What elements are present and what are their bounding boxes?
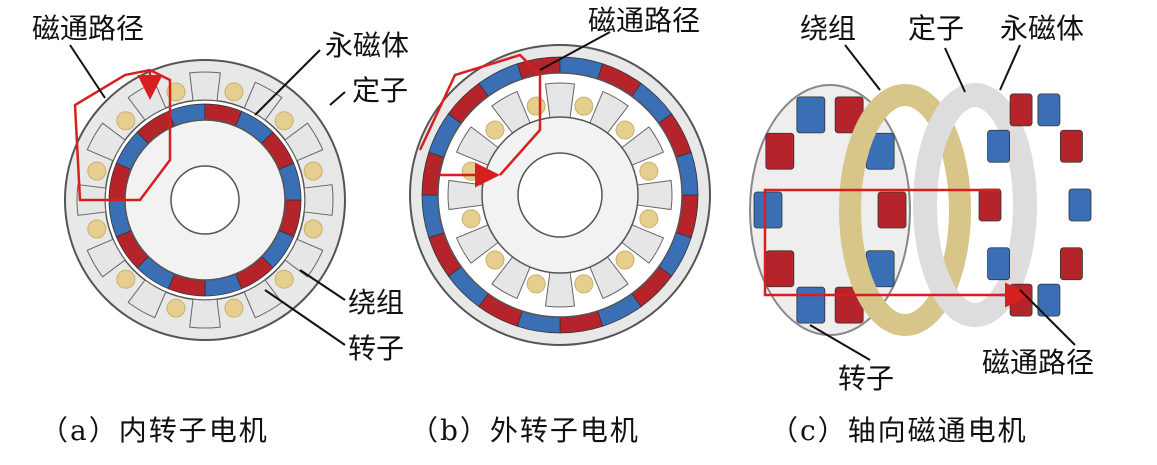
stator-tooth	[544, 269, 576, 308]
magnet-block	[765, 132, 795, 170]
winding-coil	[526, 274, 546, 294]
magnet-block	[796, 286, 826, 324]
magnet-block	[753, 191, 783, 229]
winding-coil	[615, 250, 635, 270]
shaft-hole	[170, 165, 240, 235]
flux-path-line	[763, 188, 1020, 297]
leader-flux-path	[1019, 289, 1076, 346]
winding-coil	[116, 269, 136, 289]
winding-coil	[303, 219, 323, 239]
label-flux-path: 磁通路径	[32, 12, 144, 45]
winding-coil	[574, 96, 594, 116]
caption-b: （b）外转子电机	[410, 414, 640, 447]
magnet-block	[877, 191, 907, 229]
leader-stator	[329, 91, 346, 106]
winding-coil	[574, 274, 594, 294]
winding-coil	[87, 219, 107, 239]
magnet-block	[987, 247, 1010, 281]
stator-tooth	[243, 81, 283, 121]
magnet-block	[1060, 247, 1083, 281]
leader-flux-path	[539, 31, 611, 71]
shaft-hole	[517, 152, 603, 238]
stator-teeth	[447, 82, 673, 308]
winding-coil	[639, 161, 659, 181]
leader-winding	[299, 269, 346, 301]
stator-tooth	[86, 238, 126, 278]
winding-coil	[87, 161, 107, 181]
winding-coil	[274, 269, 294, 289]
magnet-block	[796, 96, 826, 134]
stator-tooth	[544, 82, 576, 121]
winding-coil	[224, 82, 244, 102]
winding-coil	[639, 209, 659, 229]
label-stator: 定子	[352, 74, 408, 107]
winding-coil	[303, 161, 323, 181]
stator-tooth	[284, 122, 324, 162]
label-magnet: 永磁体	[325, 29, 409, 62]
label-winding: 绕组	[348, 286, 404, 319]
stator-tooth	[447, 179, 486, 211]
axial-flux-motor: 绕组 定子 永磁体 转子 磁通路径	[749, 12, 1094, 395]
leader-magnet	[254, 49, 321, 116]
winding-coil	[461, 209, 481, 229]
leader-rotor	[809, 324, 871, 361]
winding-coil	[166, 298, 186, 318]
magnet-block	[1068, 188, 1092, 222]
label-winding: 绕组	[800, 12, 856, 45]
leader-winding	[844, 44, 881, 91]
winding-coil	[485, 120, 505, 140]
label-rotor: 转子	[348, 332, 404, 365]
magnet-block	[978, 188, 1002, 222]
winding-coil	[224, 298, 244, 318]
stator-winding-ring	[839, 84, 971, 336]
inner-rotor-motor: 磁通路径 永磁体 定子 绕组 转子	[32, 12, 409, 365]
label-flux-path: 磁通路径	[588, 4, 700, 37]
caption-a: （a）内转子电机	[40, 414, 269, 447]
winding-coil	[116, 111, 136, 131]
magnet-block	[1037, 283, 1061, 317]
winding-coil	[615, 120, 635, 140]
label-magnet: 永磁体	[1000, 12, 1084, 45]
winding-coil	[485, 250, 505, 270]
stator-tooth	[303, 184, 334, 216]
winding-coil	[274, 111, 294, 131]
magnet-block	[765, 250, 795, 288]
magnet-block	[1060, 129, 1083, 163]
label-rotor: 转子	[838, 362, 894, 395]
winding-coil	[461, 161, 481, 181]
stator-tooth	[86, 122, 126, 162]
label-stator: 定子	[908, 12, 964, 45]
leader-rotor	[264, 289, 346, 346]
stator-tooth	[243, 279, 283, 319]
stator-tooth	[127, 279, 167, 319]
leader-flux-path	[69, 44, 106, 99]
windings	[87, 82, 323, 318]
magnet-block	[1009, 93, 1033, 127]
magnet-block	[1037, 93, 1061, 127]
stator-tooth	[284, 238, 324, 278]
stator-tooth	[189, 71, 221, 102]
label-flux-path: 磁通路径	[982, 346, 1094, 379]
leader-magnet	[999, 44, 1021, 91]
winding-coil	[166, 82, 186, 102]
leader-stator	[944, 47, 966, 93]
stator-ring	[913, 83, 1037, 327]
winding-coil	[526, 96, 546, 116]
caption-c: （c）轴向磁通电机	[770, 414, 1028, 447]
flux-path-line	[418, 53, 542, 176]
magnet-block	[987, 129, 1010, 163]
stator-tooth	[189, 298, 221, 329]
stator-tooth	[634, 179, 673, 211]
outer-rotor-motor: 磁通路径	[409, 4, 711, 346]
